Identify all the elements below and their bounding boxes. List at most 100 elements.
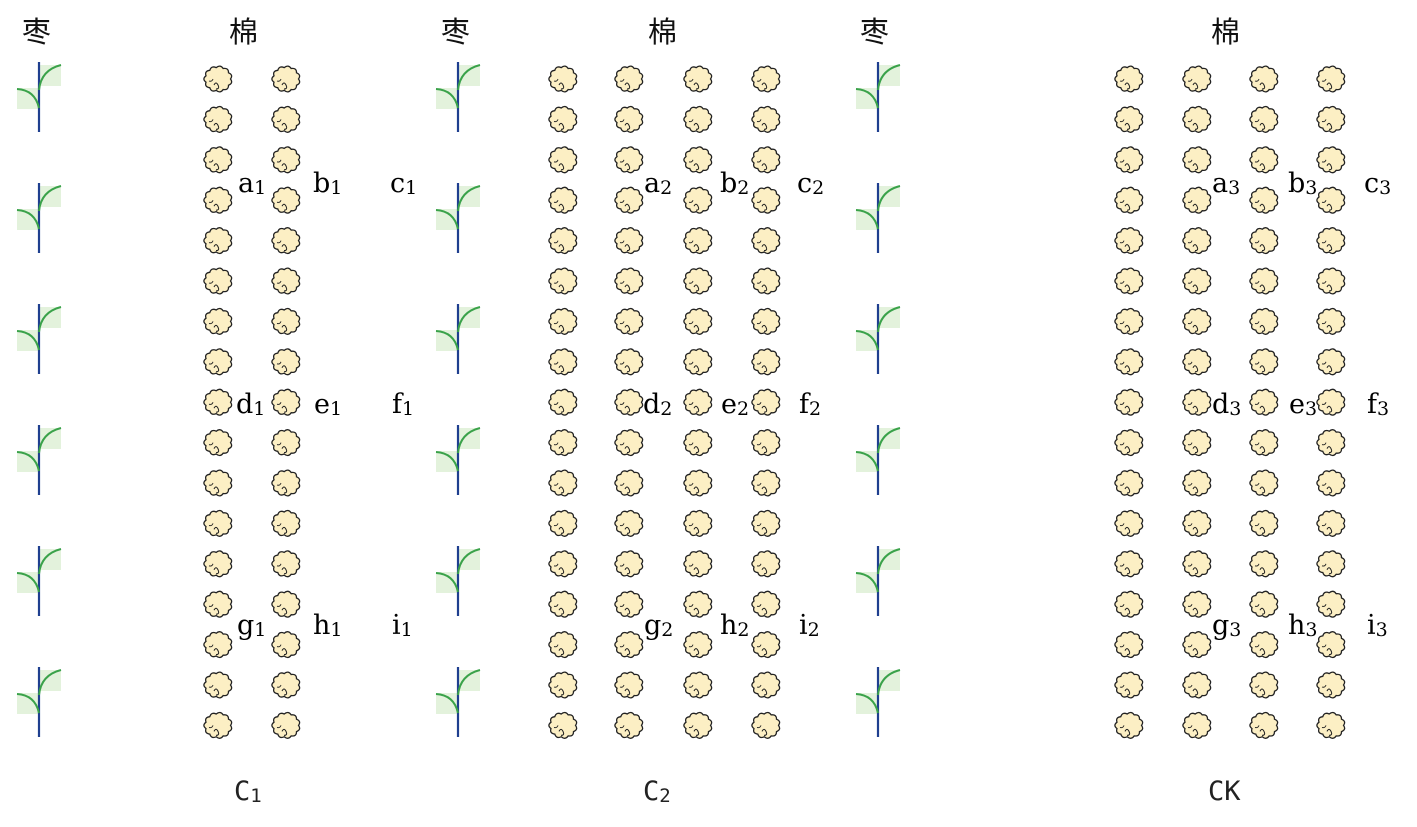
cotton-plant-icon	[203, 267, 233, 295]
cotton-plant-icon	[203, 469, 233, 497]
cotton-plant-icon	[1316, 590, 1346, 618]
jujube-tree-icon	[435, 667, 481, 737]
cotton-plant-icon	[1249, 550, 1279, 578]
cotton-plant-icon	[271, 711, 301, 739]
cotton-plant-icon	[271, 631, 301, 659]
cotton-plant-icon	[1114, 307, 1144, 335]
cotton-plant-icon	[1114, 509, 1144, 537]
point-label-a2: a2	[644, 168, 673, 199]
cotton-plant-icon	[1316, 711, 1346, 739]
point-label-c1: c1	[390, 168, 418, 199]
cotton-header-ck: 棉	[1211, 15, 1241, 49]
cotton-plant-icon	[548, 65, 578, 93]
jujube-tree-icon	[855, 304, 901, 374]
point-label-i2: i2	[799, 610, 820, 641]
cotton-plant-icon	[1114, 186, 1144, 214]
cotton-plant-icon	[614, 105, 644, 133]
jujube-tree-icon	[16, 304, 62, 374]
cotton-plant-icon	[548, 550, 578, 578]
point-label-i3: i3	[1367, 610, 1388, 641]
cotton-plant-icon	[683, 429, 713, 457]
cotton-plant-icon	[271, 105, 301, 133]
cotton-plant-icon	[548, 631, 578, 659]
cotton-plant-icon	[1114, 348, 1144, 376]
point-label-f3: f3	[1367, 389, 1390, 420]
footer-c2: C2	[643, 776, 671, 807]
cotton-plant-icon	[271, 267, 301, 295]
cotton-plant-icon	[1182, 146, 1212, 174]
cotton-plant-icon	[751, 711, 781, 739]
cotton-plant-icon	[683, 711, 713, 739]
cotton-plant-icon	[1114, 146, 1144, 174]
cotton-plant-icon	[271, 186, 301, 214]
cotton-plant-icon	[203, 671, 233, 699]
cotton-header-c1: 棉	[229, 15, 259, 49]
cotton-plant-icon	[1316, 671, 1346, 699]
cotton-plant-icon	[614, 671, 644, 699]
cotton-plant-icon	[614, 631, 644, 659]
cotton-plant-icon	[1316, 469, 1346, 497]
cotton-plant-icon	[203, 509, 233, 537]
cotton-plant-icon	[548, 671, 578, 699]
cotton-plant-icon	[683, 631, 713, 659]
cotton-plant-icon	[548, 146, 578, 174]
cotton-plant-icon	[1316, 186, 1346, 214]
cotton-plant-icon	[614, 550, 644, 578]
cotton-plant-icon	[1316, 388, 1346, 416]
cotton-plant-icon	[614, 429, 644, 457]
cotton-plant-icon	[1114, 65, 1144, 93]
cotton-plant-icon	[1316, 267, 1346, 295]
cotton-plant-icon	[683, 65, 713, 93]
cotton-plant-icon	[548, 307, 578, 335]
cotton-plant-icon	[271, 388, 301, 416]
point-label-c2: c2	[797, 168, 825, 199]
cotton-plant-icon	[751, 550, 781, 578]
cotton-plant-icon	[271, 65, 301, 93]
cotton-plant-icon	[1316, 429, 1346, 457]
cotton-plant-icon	[1249, 186, 1279, 214]
cotton-plant-icon	[1114, 469, 1144, 497]
cotton-plant-icon	[751, 186, 781, 214]
cotton-plant-icon	[271, 550, 301, 578]
cotton-plant-icon	[271, 671, 301, 699]
jujube-tree-icon	[16, 425, 62, 495]
cotton-plant-icon	[614, 711, 644, 739]
cotton-plant-icon	[1114, 590, 1144, 618]
cotton-plant-icon	[1249, 631, 1279, 659]
point-label-h1: h1	[313, 610, 343, 641]
point-label-i1: i1	[392, 610, 413, 641]
cotton-plant-icon	[1182, 65, 1212, 93]
cotton-plant-icon	[203, 631, 233, 659]
cotton-plant-icon	[683, 469, 713, 497]
cotton-plant-icon	[548, 469, 578, 497]
point-label-g1: g1	[237, 610, 267, 641]
point-label-h2: h2	[720, 610, 750, 641]
jujube-tree-icon	[16, 183, 62, 253]
point-label-e2: e2	[721, 389, 750, 420]
cotton-plant-icon	[751, 590, 781, 618]
cotton-plant-icon	[1182, 348, 1212, 376]
cotton-plant-icon	[751, 105, 781, 133]
cotton-plant-icon	[683, 671, 713, 699]
cotton-plant-icon	[548, 388, 578, 416]
cotton-plant-icon	[614, 65, 644, 93]
cotton-plant-icon	[683, 267, 713, 295]
cotton-plant-icon	[548, 711, 578, 739]
cotton-plant-icon	[683, 509, 713, 537]
cotton-plant-icon	[751, 348, 781, 376]
point-label-d2: d2	[643, 389, 673, 420]
cotton-plant-icon	[1249, 146, 1279, 174]
cotton-plant-icon	[683, 186, 713, 214]
cotton-plant-icon	[683, 227, 713, 255]
cotton-plant-icon	[1182, 671, 1212, 699]
point-label-b1: b1	[313, 168, 343, 199]
point-label-e1: e1	[314, 389, 343, 420]
cotton-plant-icon	[614, 146, 644, 174]
cotton-plant-icon	[1249, 227, 1279, 255]
jujube-tree-icon	[855, 183, 901, 253]
point-label-c3: c3	[1364, 168, 1392, 199]
cotton-plant-icon	[1114, 671, 1144, 699]
cotton-plant-icon	[1182, 307, 1212, 335]
cotton-plant-icon	[203, 711, 233, 739]
